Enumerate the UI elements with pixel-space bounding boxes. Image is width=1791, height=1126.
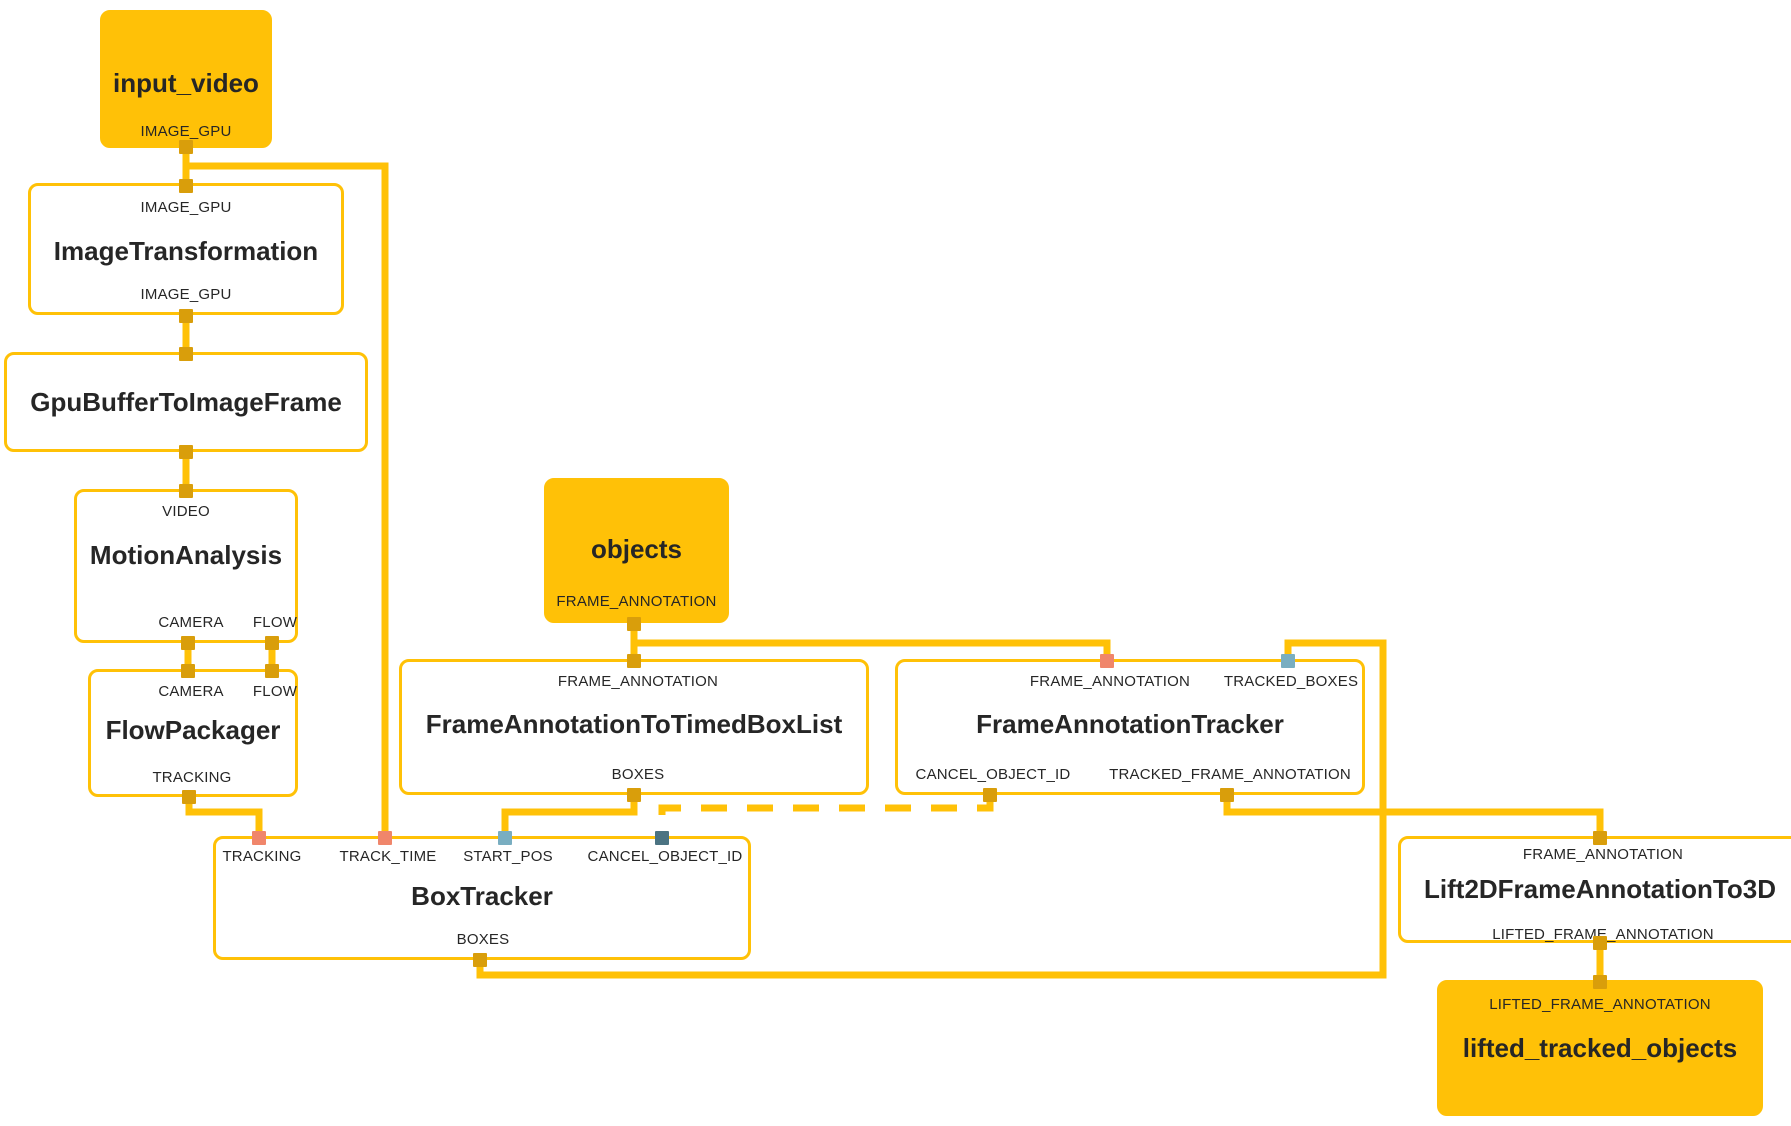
- edge-tracker-cancelobjectid-to-boxtracker-dashed: [658, 795, 994, 838]
- port-label-input-frame_annotation: FRAME_ANNOTATION: [1029, 673, 1191, 690]
- port-FrameAnnotationTracker-in-tracked_boxes[interactable]: [1281, 654, 1295, 668]
- port-label-output: IMAGE_GPU: [140, 123, 232, 140]
- port-label-input: IMAGE_GPU: [140, 199, 232, 216]
- port-label-input-track_time: TRACK_TIME: [339, 848, 437, 865]
- port-ImageTransformation-in-image_gpu[interactable]: [179, 179, 193, 193]
- node-title: FrameAnnotationTracker: [976, 709, 1284, 739]
- port-GpuBufferToImageFrame-in[interactable]: [179, 347, 193, 361]
- port-Lift2DFrameAnnotationTo3D-out-lifted_frame_annotation[interactable]: [1593, 936, 1607, 950]
- node-title: FlowPackager: [105, 715, 281, 745]
- port-label-output-boxes: BOXES: [456, 931, 510, 948]
- port-BoxTracker-out-boxes[interactable]: [473, 953, 487, 967]
- port-FrameAnnotationToTimedBoxList-out-boxes[interactable]: [627, 788, 641, 802]
- node-FrameAnnotationToTimedBoxList[interactable]: FRAME_ANNOTATION FrameAnnotationToTimedB…: [399, 659, 869, 795]
- port-BoxTracker-in-start_pos[interactable]: [498, 831, 512, 845]
- port-label-input: LIFTED_FRAME_ANNOTATION: [1489, 996, 1711, 1013]
- node-title: FrameAnnotationToTimedBoxList: [425, 709, 843, 739]
- port-label-input-camera: CAMERA: [158, 683, 224, 700]
- port-label-input: VIDEO: [162, 503, 210, 520]
- node-lifted_tracked_objects[interactable]: LIFTED_FRAME_ANNOTATION lifted_tracked_o…: [1437, 980, 1763, 1116]
- port-GpuBufferToImageFrame-out[interactable]: [179, 445, 193, 459]
- port-label-output: LIFTED_FRAME_ANNOTATION: [1492, 926, 1714, 943]
- port-label-output: FRAME_ANNOTATION: [556, 593, 717, 610]
- node-ImageTransformation[interactable]: IMAGE_GPU ImageTransformation IMAGE_GPU: [28, 183, 344, 315]
- port-label-input-tracked_boxes: TRACKED_BOXES: [1223, 673, 1359, 690]
- node-input_video[interactable]: input_video IMAGE_GPU: [100, 10, 272, 148]
- port-label-output-tracking: TRACKING: [152, 769, 232, 786]
- port-label-input-flow: FLOW: [252, 683, 298, 700]
- port-label-output-flow: FLOW: [252, 614, 298, 631]
- node-MotionAnalysis[interactable]: VIDEO MotionAnalysis CAMERA FLOW: [74, 489, 298, 643]
- port-label-input-tracking: TRACKING: [222, 848, 302, 865]
- node-FrameAnnotationTracker[interactable]: FRAME_ANNOTATION TRACKED_BOXES FrameAnno…: [895, 659, 1365, 795]
- edge-timedboxlist-to-boxtracker-startpos: [501, 795, 638, 838]
- port-FrameAnnotationTracker-in-frame_annotation[interactable]: [1100, 654, 1114, 668]
- node-title: lifted_tracked_objects: [1462, 1033, 1738, 1063]
- port-label-input-cancel_object_id: CANCEL_OBJECT_ID: [587, 848, 743, 865]
- port-label-input: FRAME_ANNOTATION: [557, 673, 719, 690]
- node-objects[interactable]: objects FRAME_ANNOTATION: [544, 478, 729, 623]
- edge-flowpackager-to-boxtracker-tracking: [185, 797, 263, 838]
- port-label-output-cancel_object_id: CANCEL_OBJECT_ID: [915, 766, 1071, 783]
- node-title: ImageTransformation: [53, 236, 319, 266]
- port-lifted_tracked_objects-in-lifted_frame_annotation[interactable]: [1593, 975, 1607, 989]
- port-FrameAnnotationTracker-out-tracked_frame_annotation[interactable]: [1220, 788, 1234, 802]
- node-FlowPackager[interactable]: CAMERA FLOW FlowPackager TRACKING: [88, 669, 298, 797]
- node-title: Lift2DFrameAnnotationTo3D: [1424, 874, 1776, 904]
- port-BoxTracker-in-cancel_object_id[interactable]: [655, 831, 669, 845]
- node-Lift2DFrameAnnotationTo3D[interactable]: FRAME_ANNOTATION Lift2DFrameAnnotationTo…: [1398, 836, 1791, 943]
- port-Lift2DFrameAnnotationTo3D-in-frame_annotation[interactable]: [1593, 831, 1607, 845]
- port-input_video-out-image_gpu[interactable]: [179, 140, 193, 154]
- port-MotionAnalysis-in-video[interactable]: [179, 484, 193, 498]
- edge-tracker-to-lift2d: [1223, 795, 1604, 838]
- node-title: BoxTracker: [411, 881, 553, 911]
- node-title: input_video: [113, 68, 259, 98]
- port-MotionAnalysis-out-flow[interactable]: [265, 636, 279, 650]
- port-objects-out-frame_annotation[interactable]: [627, 617, 641, 631]
- node-title: GpuBufferToImageFrame: [30, 387, 342, 417]
- node-title: objects: [590, 534, 683, 564]
- port-label-input-start_pos: START_POS: [463, 848, 553, 865]
- port-label-output: IMAGE_GPU: [140, 286, 232, 303]
- node-GpuBufferToImageFrame[interactable]: GpuBufferToImageFrame: [4, 352, 368, 452]
- port-label-output-camera: CAMERA: [158, 614, 224, 631]
- port-BoxTracker-in-tracking[interactable]: [252, 831, 266, 845]
- port-BoxTracker-in-track_time[interactable]: [378, 831, 392, 845]
- port-label-output: BOXES: [611, 766, 665, 783]
- port-FrameAnnotationToTimedBoxList-in-frame_annotation[interactable]: [627, 654, 641, 668]
- port-FlowPackager-in-camera[interactable]: [181, 664, 195, 678]
- port-FlowPackager-out-tracking[interactable]: [182, 790, 196, 804]
- port-FlowPackager-in-flow[interactable]: [265, 664, 279, 678]
- node-title: MotionAnalysis: [89, 540, 283, 570]
- node-BoxTracker[interactable]: TRACKING TRACK_TIME START_POS CANCEL_OBJ…: [213, 836, 751, 960]
- port-ImageTransformation-out-image_gpu[interactable]: [179, 309, 193, 323]
- port-label-output-tracked_frame_annotation: TRACKED_FRAME_ANNOTATION: [1109, 766, 1351, 783]
- port-label-input: FRAME_ANNOTATION: [1522, 846, 1684, 863]
- port-MotionAnalysis-out-camera[interactable]: [181, 636, 195, 650]
- edge-input_video-to-boxtracker-tracktime: [186, 162, 389, 838]
- port-FrameAnnotationTracker-out-cancel_object_id[interactable]: [983, 788, 997, 802]
